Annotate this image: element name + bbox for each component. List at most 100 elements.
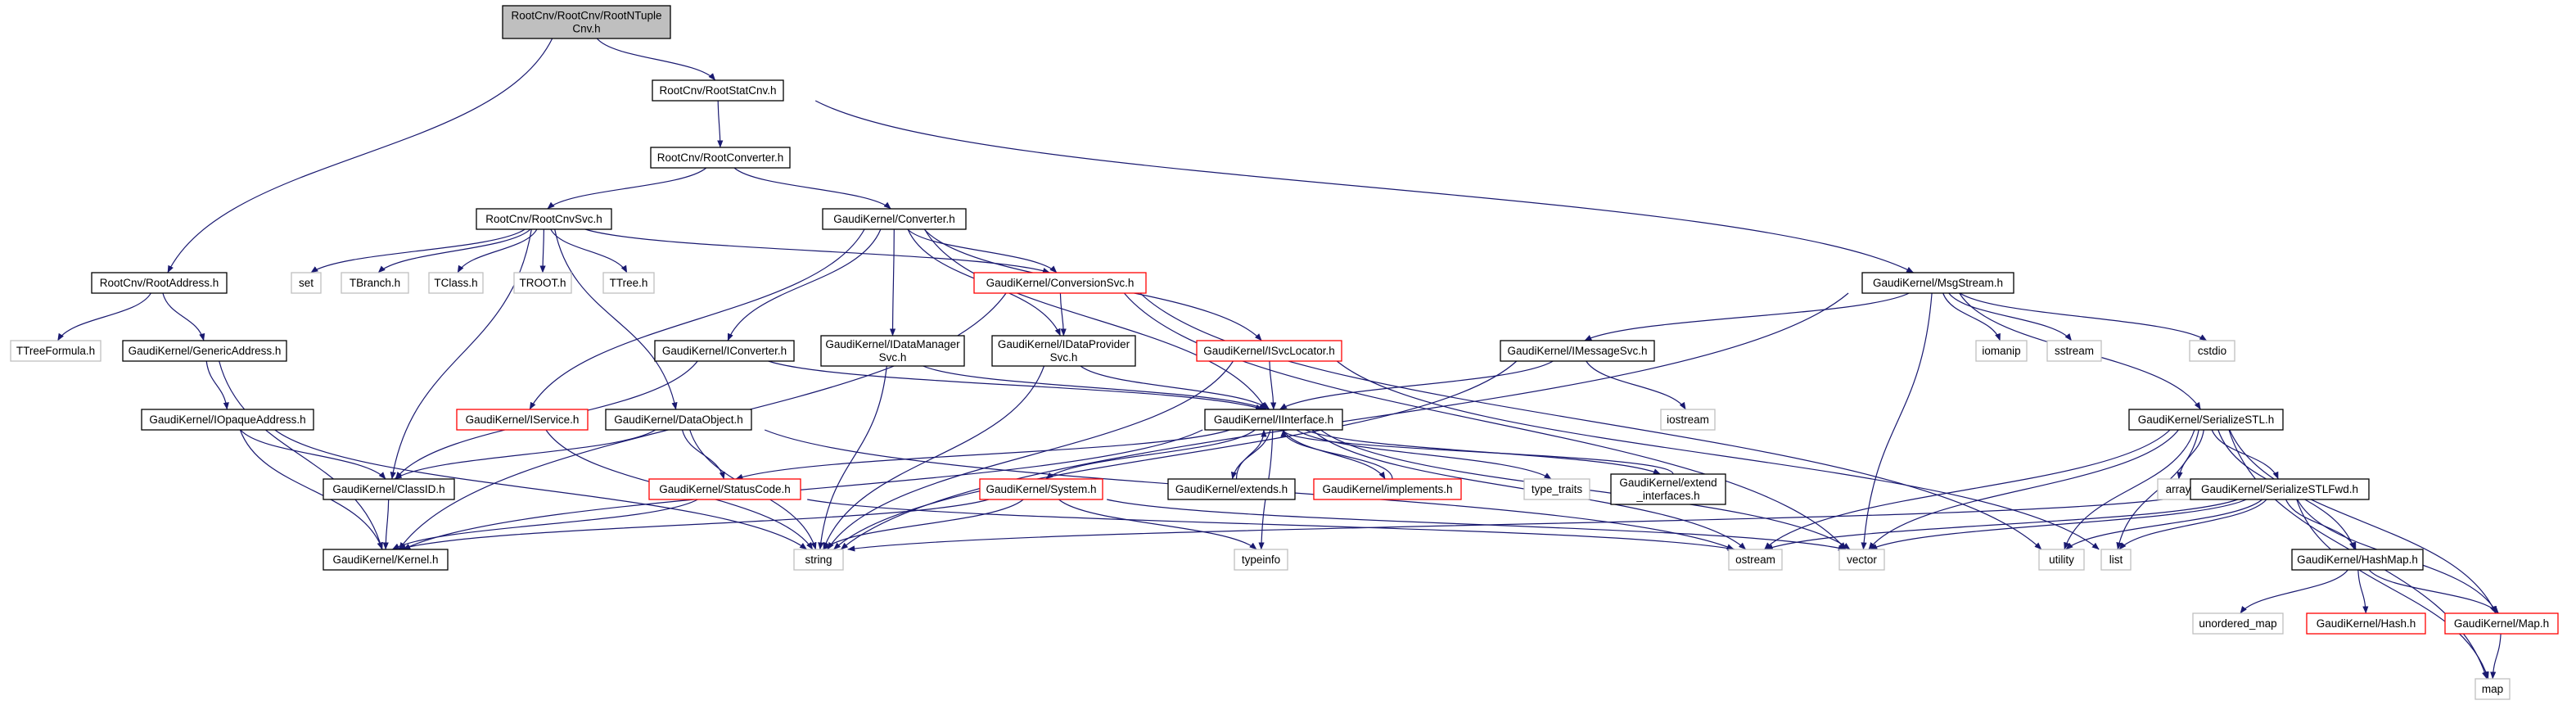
node-vector-box — [1838, 549, 1885, 571]
edge-statuscode-to-ostream — [807, 499, 1735, 552]
node-string-box — [793, 549, 844, 571]
edge-msgstream-to-iomanip — [1942, 292, 2001, 341]
node-map: map — [2474, 678, 2511, 700]
node-cstdio-box — [2189, 340, 2235, 362]
node-hash[interactable]: GaudiKernel/Hash.h — [2306, 612, 2426, 635]
edge-rootaddr-to-genericaddr — [162, 292, 205, 341]
node-isvcloc[interactable]: GaudiKernel/ISvcLocator.h — [1196, 340, 1342, 362]
node-statuscode-box — [648, 478, 801, 500]
node-convsvc[interactable]: GaudiKernel/ConversionSvc.h — [973, 272, 1147, 294]
node-gkmap[interactable]: GaudiKernel/Map.h — [2444, 612, 2559, 635]
edge-converter-to-iinterface — [924, 228, 1267, 410]
node-serializestl-box — [2128, 409, 2284, 431]
node-iomanip: iomanip — [1975, 340, 2028, 362]
node-statuscode[interactable]: GaudiKernel/StatusCode.h — [648, 478, 801, 500]
node-rootconv[interactable]: RootCnv/RootConverter.h — [650, 147, 791, 169]
node-hashmap-label-0: GaudiKernel/HashMap.h — [2297, 554, 2418, 566]
edge-rootcnvsvc-to-tbranch — [377, 228, 531, 273]
node-msgstream[interactable]: GaudiKernel/MsgStream.h — [1861, 272, 2014, 294]
node-imsgsvc-label-0: GaudiKernel/IMessageSvc.h — [1507, 345, 1647, 357]
edge-iinterface-to-extends — [1230, 429, 1271, 480]
node-ostream-box — [1728, 549, 1783, 571]
node-serializestl[interactable]: GaudiKernel/SerializeSTL.h — [2128, 409, 2284, 431]
node-ttree: TTree.h — [602, 272, 655, 294]
node-idataprov-label-1: Svc.h — [1050, 351, 1078, 364]
edge-extends-to-iinterface — [1235, 429, 1267, 480]
node-hashmap-box — [2291, 549, 2424, 571]
node-list: list — [2100, 549, 2132, 571]
node-extends[interactable]: GaudiKernel/extends.h — [1167, 478, 1296, 500]
node-convsvc-label-0: GaudiKernel/ConversionSvc.h — [986, 277, 1135, 289]
node-ostream-label-0: ostream — [1735, 554, 1775, 566]
edge-convsvc-to-idataprov — [1059, 292, 1067, 337]
edge-msgstream-to-cstdio — [1959, 292, 2208, 341]
edge-classid-to-kernel — [382, 499, 390, 550]
edge-rootcnvsvc-to-set — [310, 228, 526, 273]
edge-converter-to-idatamgr — [889, 228, 896, 337]
node-idataprov-label-0: GaudiKernel/IDataProvider — [998, 338, 1130, 350]
edge-implements-to-iinterface — [1280, 429, 1393, 480]
node-classid[interactable]: GaudiKernel/ClassID.h — [323, 478, 455, 500]
node-vector-label-0: vector — [1847, 554, 1877, 566]
node-iconverter[interactable]: GaudiKernel/IConverter.h — [654, 340, 795, 362]
node-statuscode-label-0: GaudiKernel/StatusCode.h — [659, 483, 791, 495]
edge-serializestlfwd-to-list — [2118, 499, 2267, 550]
edge-genericaddr-to-kernel — [219, 360, 383, 550]
edge-imsgsvc-to-string — [833, 360, 1518, 550]
node-iinterface-box — [1204, 409, 1343, 431]
node-sstream-box — [2046, 340, 2102, 362]
node-rootaddr[interactable]: RootCnv/RootAddress.h — [91, 272, 228, 294]
edge-gkmap-to-map — [2490, 633, 2502, 680]
node-kernel-box — [323, 549, 449, 571]
node-kernel[interactable]: GaudiKernel/Kernel.h — [323, 549, 449, 571]
node-kernel-label-0: GaudiKernel/Kernel.h — [332, 554, 438, 566]
node-extendinterfaces[interactable]: GaudiKernel/extend_interfaces.h — [1610, 473, 1726, 505]
node-list-box — [2100, 549, 2132, 571]
edge-statuscode-to-kernel — [391, 499, 698, 550]
node-map-box — [2474, 678, 2511, 700]
edge-rootstat-to-msgstream — [814, 100, 1915, 273]
edge-iinterface-to-statuscode — [735, 429, 1230, 480]
edge-serializestl-to-gkmap — [2229, 429, 2497, 614]
edge-iinterface-to-system — [1045, 429, 1256, 480]
node-iopaque[interactable]: GaudiKernel/IOpaqueAddress.h — [141, 409, 314, 431]
node-converter[interactable]: GaudiKernel/Converter.h — [822, 208, 967, 230]
node-ttree-label-0: TTree.h — [610, 277, 648, 289]
edge-iopaque-to-classid — [240, 429, 386, 480]
node-iservice[interactable]: GaudiKernel/IService.h — [456, 409, 589, 431]
node-iinterface[interactable]: GaudiKernel/IInterface.h — [1204, 409, 1343, 431]
node-idatamgr-label-0: GaudiKernel/IDataManager — [825, 338, 960, 350]
edge-serializestl-to-array — [2177, 429, 2204, 480]
node-iostream-box — [1660, 409, 1716, 431]
node-system[interactable]: GaudiKernel/System.h — [979, 478, 1103, 500]
node-dataobject[interactable]: GaudiKernel/DataObject.h — [605, 409, 752, 431]
node-extends-box — [1167, 478, 1296, 500]
node-hashmap[interactable]: GaudiKernel/HashMap.h — [2291, 549, 2424, 571]
node-classid-label-0: GaudiKernel/ClassID.h — [332, 483, 444, 495]
node-typeinfo-box — [1234, 549, 1288, 571]
node-imsgsvc[interactable]: GaudiKernel/IMessageSvc.h — [1500, 340, 1655, 362]
node-iinterface-label-0: GaudiKernel/IInterface.h — [1214, 414, 1333, 426]
edge-converter-to-convsvc — [907, 228, 1058, 273]
node-extendinterfaces-label-1: _interfaces.h — [1635, 490, 1699, 502]
edge-iinterface-to-implements — [1282, 429, 1386, 480]
node-ttree-box — [602, 272, 655, 294]
node-genericaddr[interactable]: GaudiKernel/GenericAddress.h — [122, 340, 287, 362]
node-utility-label-0: utility — [2049, 554, 2074, 566]
edge-convsvc-to-vector — [1123, 292, 1847, 550]
edge-idatamgr-to-string — [818, 365, 887, 550]
node-implements[interactable]: GaudiKernel/implements.h — [1313, 478, 1462, 500]
node-hash-label-0: GaudiKernel/Hash.h — [2317, 617, 2416, 630]
node-rootstat[interactable]: RootCnv/RootStatCnv.h — [652, 79, 784, 102]
node-rootcnvsvc[interactable]: RootCnv/RootCnvSvc.h — [476, 208, 612, 230]
node-tclass-label-0: TClass.h — [434, 277, 477, 289]
edge-imsgsvc-to-iostream — [1586, 360, 1686, 410]
node-iopaque-box — [141, 409, 314, 431]
node-tbranch: TBranch.h — [341, 272, 409, 294]
node-string-label-0: string — [805, 554, 832, 566]
node-list-label-0: list — [2109, 554, 2123, 566]
node-serializestlfwd[interactable]: GaudiKernel/SerializeSTLFwd.h — [2190, 478, 2370, 500]
